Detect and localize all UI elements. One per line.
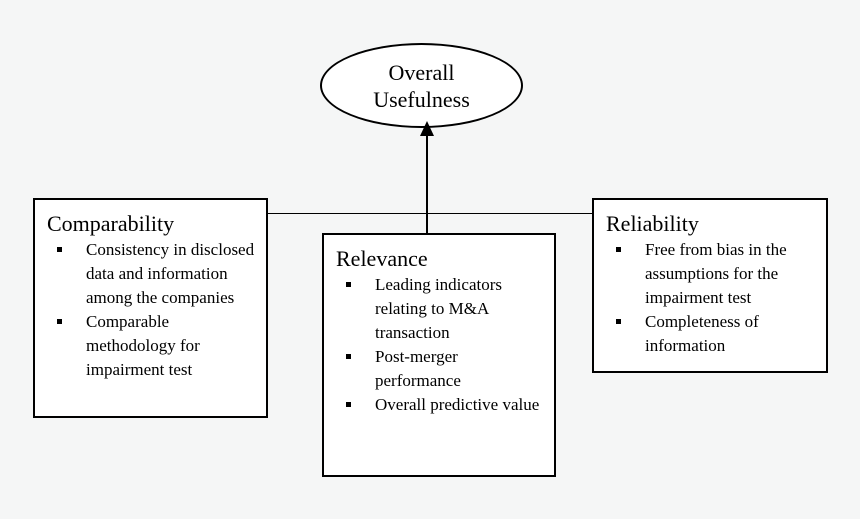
reliability-bullet-list: Free from bias in the assumptions for th… bbox=[594, 238, 826, 358]
list-item: Completeness of information bbox=[594, 310, 826, 358]
square-bullet-icon bbox=[346, 402, 351, 407]
comparability-title: Comparability bbox=[47, 211, 175, 236]
node-reliability: Reliability Free from bias in the assump… bbox=[592, 198, 828, 373]
bullet-text: Consistency in disclosed data and inform… bbox=[86, 240, 255, 307]
square-bullet-icon bbox=[57, 319, 62, 324]
square-bullet-icon bbox=[616, 319, 621, 324]
bullet-text: Completeness of information bbox=[645, 312, 759, 355]
bullet-text: Post-merger performance bbox=[375, 347, 461, 390]
comparability-bullet-list: Consistency in disclosed data and inform… bbox=[35, 238, 266, 382]
square-bullet-icon bbox=[57, 247, 62, 252]
reliability-title: Reliability bbox=[606, 211, 699, 236]
bullet-text: Leading indicators relating to M&A trans… bbox=[375, 275, 502, 342]
list-item: Leading indicators relating to M&A trans… bbox=[324, 273, 554, 345]
list-item: Post-merger performance bbox=[324, 345, 554, 393]
list-item: Overall predictive value bbox=[324, 393, 554, 417]
arrow-up-icon bbox=[420, 121, 434, 136]
relevance-bullet-list: Leading indicators relating to M&A trans… bbox=[324, 273, 554, 417]
list-item: Free from bias in the assumptions for th… bbox=[594, 238, 826, 310]
connector-vertical-line bbox=[426, 134, 428, 233]
square-bullet-icon bbox=[616, 247, 621, 252]
node-overall-usefulness: Overall Usefulness bbox=[320, 43, 523, 128]
connector-horizontal-line bbox=[266, 213, 592, 214]
bullet-text: Comparable methodology for impairment te… bbox=[86, 312, 200, 379]
node-relevance: Relevance Leading indicators relating to… bbox=[322, 233, 556, 477]
square-bullet-icon bbox=[346, 354, 351, 359]
list-item: Comparable methodology for impairment te… bbox=[35, 310, 266, 382]
bullet-text: Free from bias in the assumptions for th… bbox=[645, 240, 787, 307]
overall-usefulness-label: Overall Usefulness bbox=[373, 59, 470, 112]
square-bullet-icon bbox=[346, 282, 351, 287]
node-comparability: Comparability Consistency in disclosed d… bbox=[33, 198, 268, 418]
list-item: Consistency in disclosed data and inform… bbox=[35, 238, 266, 310]
relevance-title: Relevance bbox=[336, 246, 428, 271]
bullet-text: Overall predictive value bbox=[375, 395, 540, 414]
